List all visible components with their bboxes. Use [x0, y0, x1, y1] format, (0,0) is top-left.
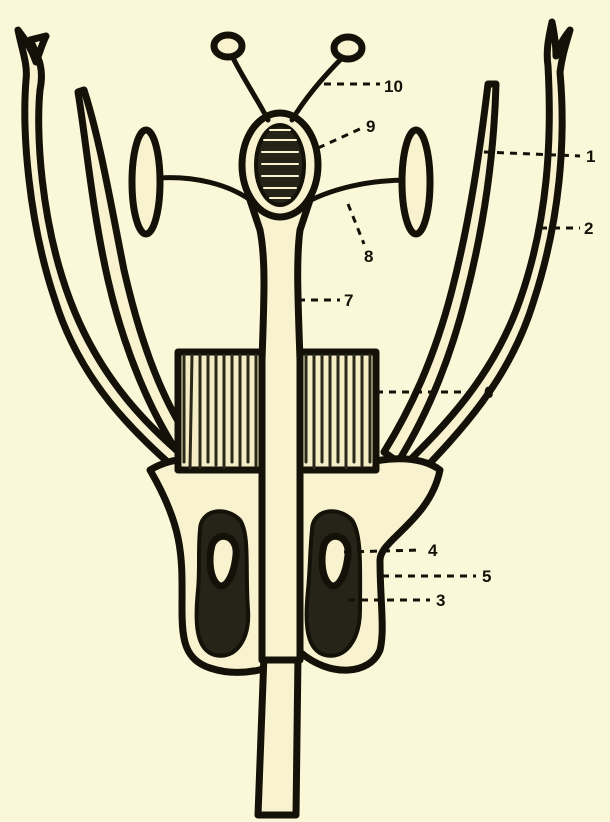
central-column [250, 185, 310, 660]
label-6: 6 [484, 383, 493, 402]
label-3: 3 [436, 591, 445, 610]
label-4: 4 [428, 541, 438, 560]
label-2: 2 [584, 219, 593, 238]
left-stigma [214, 35, 242, 57]
label-8: 8 [364, 247, 373, 266]
left-ovule [210, 536, 236, 586]
label-10: 10 [384, 77, 403, 96]
leader-8 [348, 204, 364, 244]
leader-1 [484, 152, 580, 156]
flower-stalk [258, 655, 298, 815]
label-9: 9 [366, 117, 375, 136]
left-style [232, 56, 268, 120]
leader-9 [318, 128, 362, 148]
label-5: 5 [482, 567, 491, 586]
right-stigma [334, 37, 362, 59]
right-ovule [322, 536, 348, 586]
label-1: 1 [586, 147, 595, 166]
right-anther [402, 130, 430, 234]
label-7: 7 [344, 291, 353, 310]
right-style [292, 56, 344, 120]
left-anther [132, 130, 160, 234]
